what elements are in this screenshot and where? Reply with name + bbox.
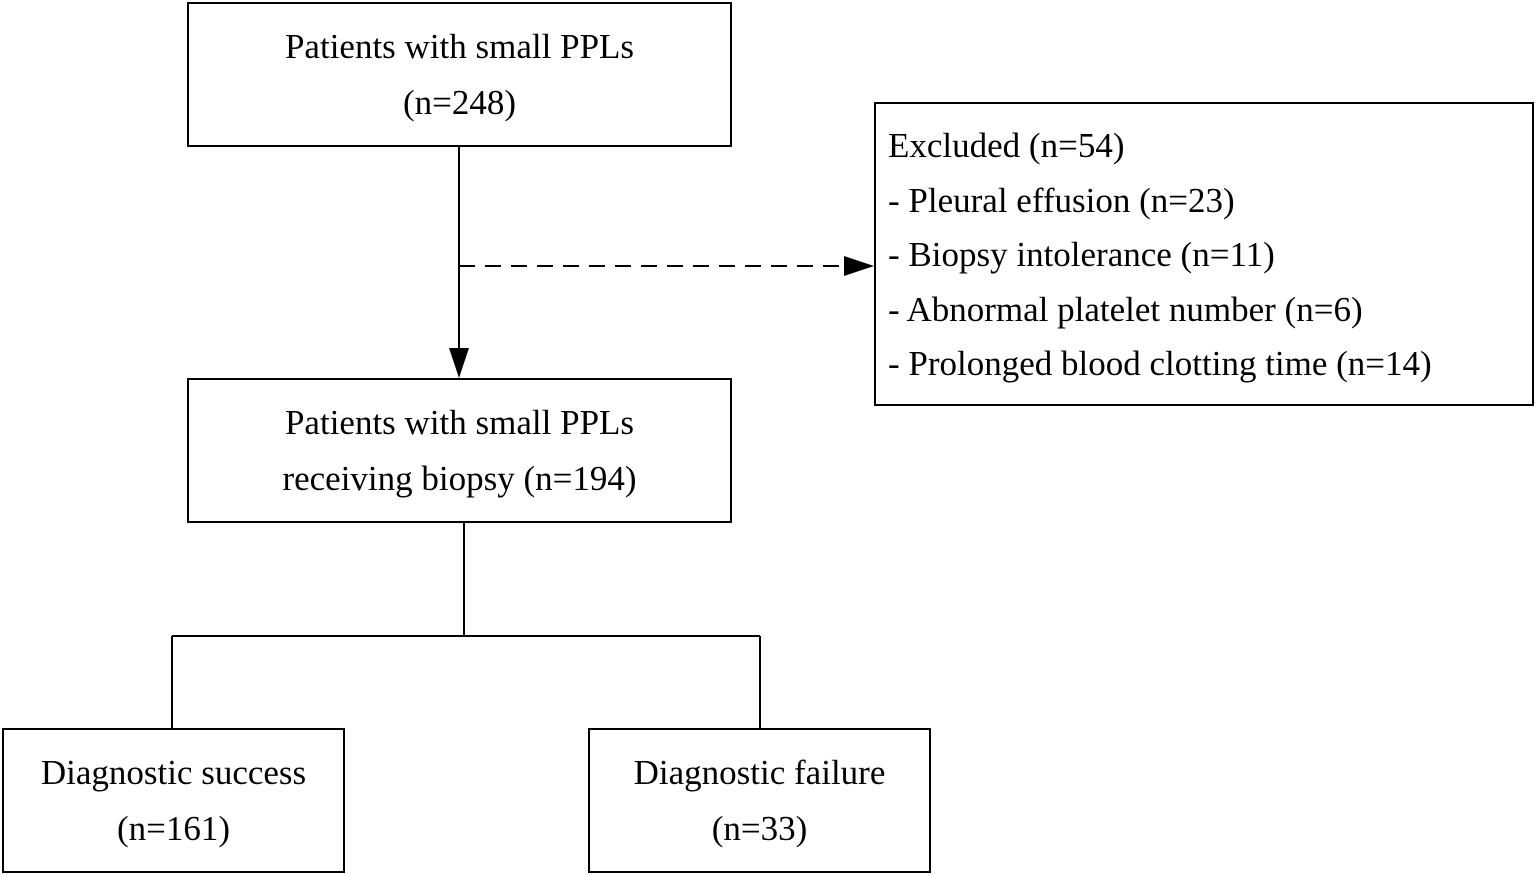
biopsy-box-label: Patients with small PPLs xyxy=(284,402,635,442)
excluded-box: Excluded (n=54) - Pleural effusion (n=23… xyxy=(874,102,1534,406)
diagnostic-success-count: (n=161) xyxy=(116,808,231,848)
excluded-item-abnormal-platelet: - Abnormal platelet number (n=6) xyxy=(888,289,1363,329)
excluded-item-prolonged-clotting: - Prolonged blood clotting time (n=14) xyxy=(888,344,1432,383)
exclusion-arrowhead xyxy=(844,256,874,276)
diagnostic-failure-label: Diagnostic failure xyxy=(633,752,886,792)
diagnostic-failure-count: (n=33) xyxy=(711,808,808,848)
diagnostic-success-label: Diagnostic success xyxy=(40,752,307,792)
diagnostic-failure-box: Diagnostic failure (n=33) xyxy=(588,728,931,873)
biopsy-box: Patients with small PPLs receiving biops… xyxy=(187,378,732,523)
excluded-item-biopsy-intolerance: - Biopsy intolerance (n=11) xyxy=(888,235,1275,274)
excluded-item-pleural-effusion: - Pleural effusion (n=23) xyxy=(888,180,1235,220)
biopsy-box-count: receiving biopsy (n=194) xyxy=(282,458,637,498)
main-flow-arrowhead xyxy=(449,348,469,378)
diagnostic-success-box: Diagnostic success (n=161) xyxy=(2,728,345,873)
patients-box-count: (n=248) xyxy=(402,82,517,122)
excluded-box-title: Excluded (n=54) xyxy=(888,126,1125,165)
patients-box-label: Patients with small PPLs xyxy=(284,26,635,66)
patients-box: Patients with small PPLs (n=248) xyxy=(187,2,732,147)
